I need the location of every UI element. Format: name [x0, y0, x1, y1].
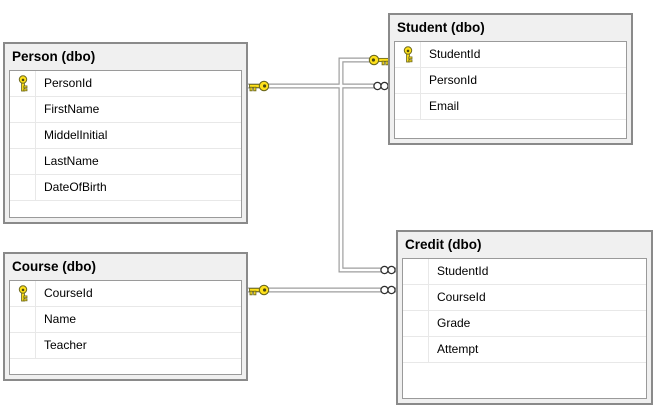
table-credit[interactable]: Credit (dbo) StudentId CourseId Grade At…: [396, 230, 653, 405]
table-title-label: Person (dbo): [12, 49, 96, 64]
table-fields: CourseId Name Teacher: [9, 280, 242, 375]
table-course[interactable]: Course (dbo) CourseId Name: [3, 252, 248, 381]
table-row[interactable]: MiddelInitial: [10, 123, 241, 149]
table-title-label: Credit (dbo): [405, 237, 482, 252]
column-name: Attempt: [437, 342, 479, 356]
table-row[interactable]: Grade: [403, 311, 646, 337]
table-row[interactable]: Email: [395, 94, 626, 120]
column-name: CourseId: [437, 290, 486, 304]
table-row[interactable]: PersonId: [395, 68, 626, 94]
table-fields: StudentId CourseId Grade Attempt: [402, 258, 647, 399]
table-fields: StudentId PersonId Email: [394, 41, 627, 139]
table-title-label: Course (dbo): [12, 259, 96, 274]
table-student[interactable]: Student (dbo) StudentId PersonId: [388, 13, 633, 145]
column-name: FirstName: [44, 102, 100, 116]
infinity-icon: [380, 265, 396, 275]
column-name: PersonId: [429, 73, 478, 87]
column-name: Grade: [437, 316, 471, 330]
table-row[interactable]: StudentId: [403, 259, 646, 285]
primary-key-icon: [10, 71, 36, 96]
table-fields: PersonId FirstName MiddelInitial LastNam…: [9, 70, 242, 218]
table-row[interactable]: Attempt: [403, 337, 646, 363]
table-title-label: Student (dbo): [397, 20, 485, 35]
key-icon: [248, 284, 270, 296]
key-icon: [368, 54, 390, 66]
table-row[interactable]: PersonId: [10, 71, 241, 97]
table-title[interactable]: Person (dbo): [5, 44, 246, 68]
table-row[interactable]: Name: [10, 307, 241, 333]
primary-key-icon: [395, 42, 421, 67]
column-name: DateOfBirth: [44, 180, 107, 194]
table-row[interactable]: Teacher: [10, 333, 241, 359]
table-row[interactable]: FirstName: [10, 97, 241, 123]
infinity-icon: [373, 81, 389, 91]
column-name: Teacher: [44, 338, 87, 352]
table-row[interactable]: CourseId: [403, 285, 646, 311]
table-title[interactable]: Credit (dbo): [398, 232, 651, 256]
infinity-icon: [380, 285, 396, 295]
table-title[interactable]: Student (dbo): [390, 15, 631, 39]
column-name: StudentId: [437, 264, 489, 278]
table-title[interactable]: Course (dbo): [5, 254, 246, 278]
column-name: StudentId: [429, 47, 481, 61]
column-name: MiddelInitial: [44, 128, 108, 142]
table-row[interactable]: CourseId: [10, 281, 241, 307]
column-name: CourseId: [44, 286, 93, 300]
table-person[interactable]: Person (dbo) PersonId FirstName: [3, 42, 248, 224]
column-name: Email: [429, 99, 460, 113]
column-name: PersonId: [44, 76, 93, 90]
table-row[interactable]: DateOfBirth: [10, 175, 241, 201]
column-name: LastName: [44, 154, 99, 168]
table-row[interactable]: LastName: [10, 149, 241, 175]
column-name: Name: [44, 312, 77, 326]
key-icon: [248, 80, 270, 92]
table-row[interactable]: StudentId: [395, 42, 626, 68]
primary-key-icon: [10, 281, 36, 306]
